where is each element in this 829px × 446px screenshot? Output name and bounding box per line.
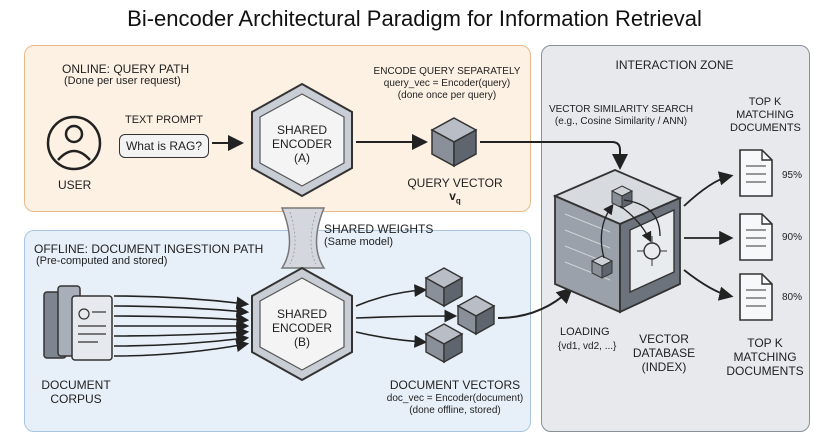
user-label: USER: [58, 178, 92, 192]
corpus-to-encoder-arrows: [113, 295, 250, 357]
encoder-a-line-1: SHARED: [276, 123, 327, 137]
zone-heading: INTERACTION ZONE: [615, 58, 734, 72]
topk-top-label: TOP K MATCHING DOCUMENTS: [730, 96, 801, 135]
encoder-b-label: SHARED ENCODER (B): [262, 307, 342, 349]
db-label-line-2: DATABASE: [632, 346, 696, 360]
score-2: 90%: [782, 232, 803, 243]
result-document-icon: [739, 149, 773, 197]
online-subheading: (Done per user request): [64, 75, 181, 87]
shared-encoder-a-shape: [251, 82, 353, 198]
result-document-icon: [739, 213, 773, 261]
score-3: 80%: [782, 292, 803, 303]
doc-vectors-note: doc_vec = Encoder(document) (done offlin…: [380, 393, 530, 417]
offline-subheading: (Pre-computed and stored): [36, 255, 168, 267]
encoder-b-line-1: SHARED: [276, 307, 327, 321]
corpus-label-line-1: DOCUMENT: [41, 378, 111, 392]
doc-vectors-label: DOCUMENT VECTORS: [389, 378, 521, 392]
search-label: VECTOR SIMILARITY SEARCH: [548, 104, 694, 115]
encode-note-line-1: ENCODE QUERY SEPARATELY: [373, 66, 521, 77]
query-vector-v: v: [449, 189, 456, 203]
prompt-bubble: What is RAG?: [119, 134, 209, 158]
shared-weights-label: SHARED WEIGHTS: [324, 222, 434, 236]
shared-weights-sub: (Same model): [324, 236, 394, 248]
vector-database-cube: [552, 169, 683, 314]
document-vector-cube: [424, 267, 464, 308]
document-vector-cube: [456, 295, 496, 336]
topk-bottom-line-1: TOP K: [747, 336, 783, 350]
document-corpus-icon: [43, 285, 113, 361]
topk-bottom-line-3: DOCUMENTS: [726, 364, 804, 378]
db-label-line-1: VECTOR: [639, 332, 689, 346]
encoder-a-line-2: ENCODER: [271, 137, 332, 151]
result-document-icon: [739, 273, 773, 321]
document-vector-cube: [424, 323, 464, 364]
doc-vectors-note-line-2: (done offline, stored): [409, 405, 501, 416]
diagram-title: Bi-encoder Architectural Paradigm for In…: [127, 6, 702, 31]
topk-bottom-line-2: MATCHING: [733, 350, 797, 364]
query-vector-cube: [430, 117, 478, 168]
search-sub: (e.g., Cosine Similarity / ANN): [554, 116, 688, 127]
db-label-line-3: (INDEX): [641, 360, 687, 374]
user-icon: [46, 115, 102, 171]
corpus-label: DOCUMENT CORPUS: [40, 378, 112, 406]
encode-note-line-2: query_vec = Encoder(query): [383, 78, 511, 89]
topk-top-line-1: TOP K: [748, 96, 782, 108]
encoder-a-line-3: (A): [294, 151, 310, 165]
topk-bottom-label: TOP K MATCHING DOCUMENTS: [722, 336, 808, 378]
score-1: 95%: [782, 170, 803, 181]
loading-label: LOADING: [560, 326, 610, 338]
encode-query-note: ENCODE QUERY SEPARATELY query_vec = Enco…: [372, 66, 522, 102]
encoder-b-line-3: (B): [294, 335, 310, 349]
loading-vectors: {vd1, vd2, ...}: [558, 341, 617, 352]
encoder-a-label: SHARED ENCODER (A): [262, 123, 342, 165]
query-vector-symbol: vq: [440, 189, 470, 205]
encoder-b-line-2: ENCODER: [271, 321, 332, 335]
online-heading: ONLINE: QUERY PATH: [62, 62, 190, 76]
query-vector-subscript: q: [455, 196, 461, 206]
shared-weights-connector: [280, 207, 326, 269]
text-prompt-label: TEXT PROMPT: [125, 114, 204, 126]
vector-database-label: VECTOR DATABASE (INDEX): [628, 332, 700, 374]
query-vector-label: QUERY VECTOR: [407, 176, 503, 190]
topk-top-line-3: DOCUMENTS: [730, 122, 801, 134]
offline-heading: OFFLINE: DOCUMENT INGESTION PATH: [34, 242, 264, 256]
shared-encoder-b-shape: [251, 266, 353, 382]
corpus-label-line-2: CORPUS: [50, 392, 102, 406]
topk-top-line-2: MATCHING: [736, 109, 794, 121]
doc-vectors-note-line-1: doc_vec = Encoder(document): [386, 393, 524, 404]
encode-note-line-3: (done once per query): [397, 90, 497, 101]
